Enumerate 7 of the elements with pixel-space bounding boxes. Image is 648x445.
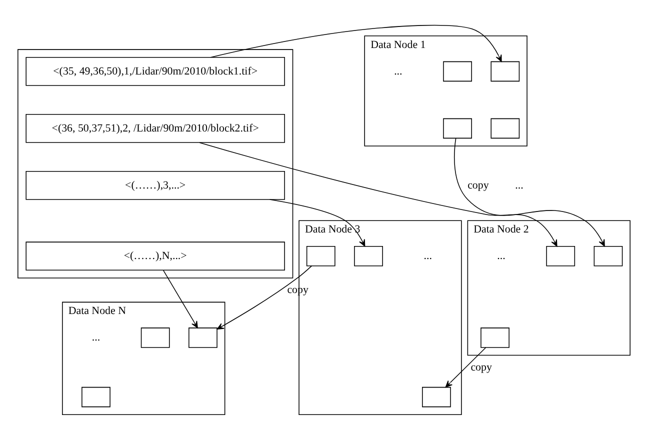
label: ... (515, 178, 524, 191)
label: ... (394, 64, 402, 77)
edge-label: copy (470, 360, 492, 373)
edge-label: copy (468, 178, 489, 191)
label: ... (497, 250, 506, 262)
label: ... (424, 250, 432, 262)
label: ... (92, 331, 100, 344)
